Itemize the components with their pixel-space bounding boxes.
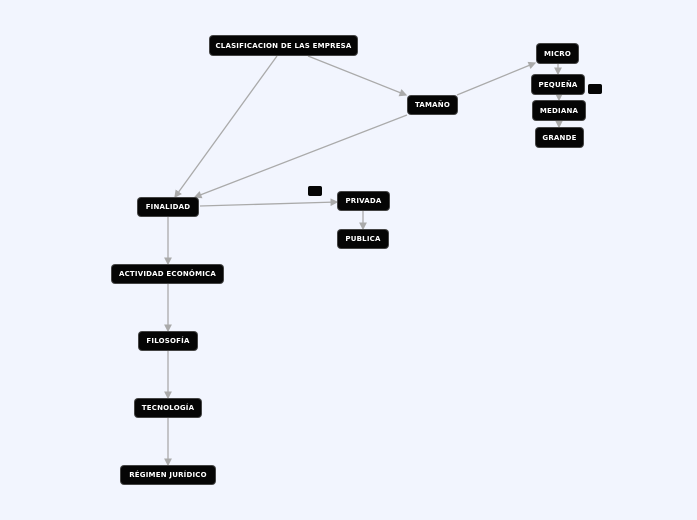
- node-mediana[interactable]: MEDIANA: [533, 101, 585, 120]
- node-micro[interactable]: MICRO: [537, 44, 578, 63]
- link-root-tamano: [307, 55, 408, 97]
- link-root-finalidad: [174, 55, 278, 199]
- node-finalidad[interactable]: FINALIDAD: [138, 198, 198, 216]
- empty-note-node[interactable]: [588, 84, 602, 94]
- node-regimen-juridico[interactable]: RÉGIMEN JURÍDICO: [121, 466, 215, 484]
- node-privada[interactable]: PRIVADA: [338, 192, 389, 210]
- node-grande[interactable]: GRANDE: [536, 128, 583, 147]
- link-finalidad-privada: [199, 198, 339, 207]
- node-actividad-economica[interactable]: ACTIVIDAD ECONÓMICA: [112, 265, 223, 283]
- link-tamano-finalidad: [193, 114, 408, 199]
- node-filosofia[interactable]: FILOSOFÍA: [139, 332, 197, 350]
- node-publica[interactable]: PUBLICA: [338, 230, 388, 248]
- empty-note-node[interactable]: [308, 186, 322, 196]
- node-tecnologia[interactable]: TECNOLOGÍA: [135, 399, 201, 417]
- node-pequena[interactable]: PEQUEÑA: [532, 75, 584, 94]
- link-tamano-micro: [456, 61, 537, 96]
- node-tamano[interactable]: TAMAÑO: [408, 96, 457, 114]
- node-clasificacion[interactable]: CLASIFICACION DE LAS EMPRESA: [210, 36, 357, 55]
